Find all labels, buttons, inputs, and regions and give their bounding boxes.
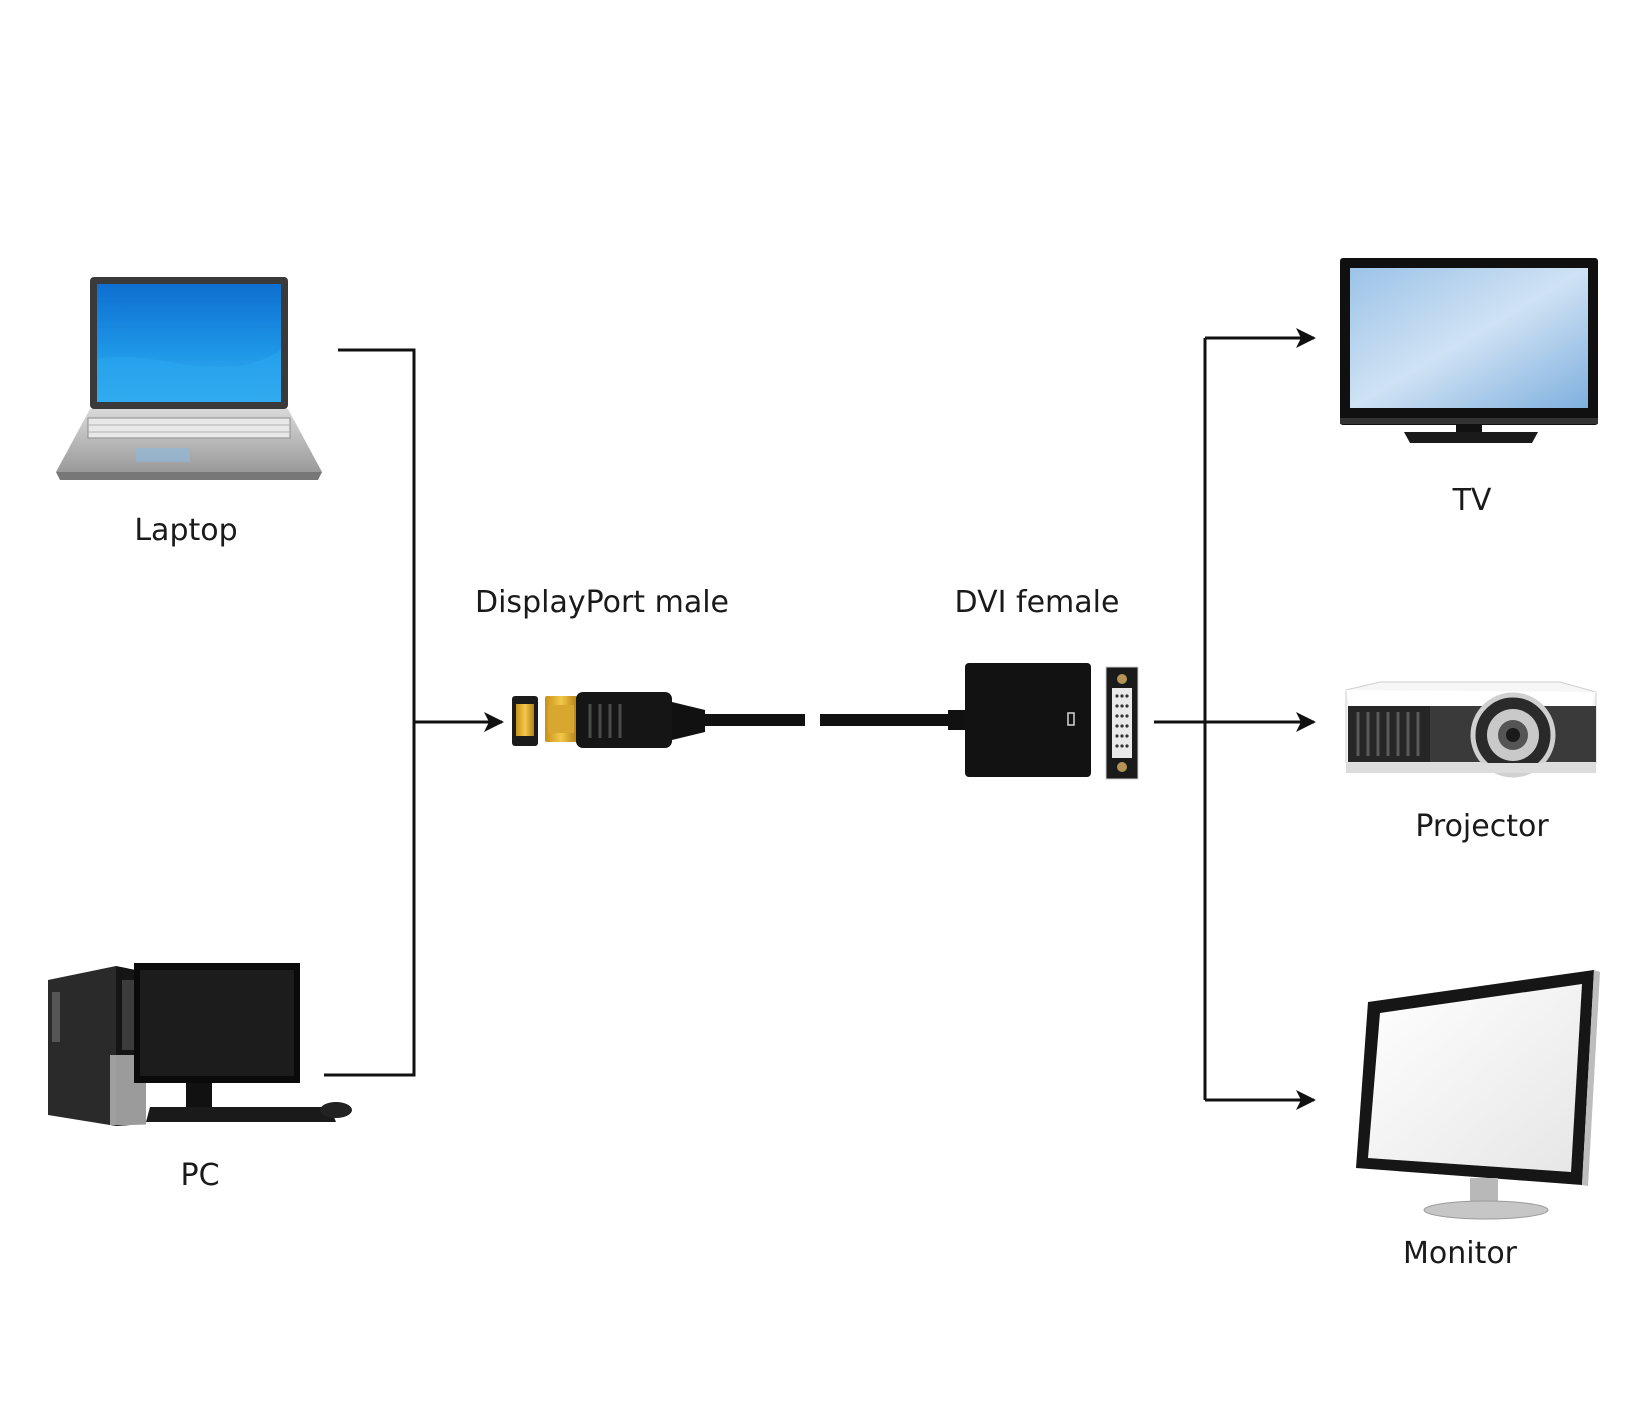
projector-label: Projector [1415, 809, 1549, 844]
target-connector-lines [1154, 328, 1316, 1110]
pc-line [324, 722, 416, 1077]
tv-icon [1340, 258, 1598, 443]
displayport-male-label: DisplayPort male [475, 585, 729, 620]
dvi-female-label: DVI female [954, 585, 1120, 620]
monitor-icon [1356, 970, 1600, 1220]
laptop-line [338, 348, 416, 722]
desktop-pc-icon [48, 963, 352, 1126]
monitor-label: Monitor [1402, 1236, 1518, 1271]
projector-icon [1345, 681, 1597, 778]
pc-label: PC [180, 1158, 220, 1193]
laptop-label: Laptop [134, 513, 238, 548]
source-connector-lines [324, 348, 504, 1077]
laptop-icon [56, 277, 322, 480]
dvi-socket-icon [820, 663, 1139, 780]
displayport-plug-icon [512, 692, 805, 748]
tv-label: TV [1452, 483, 1492, 518]
